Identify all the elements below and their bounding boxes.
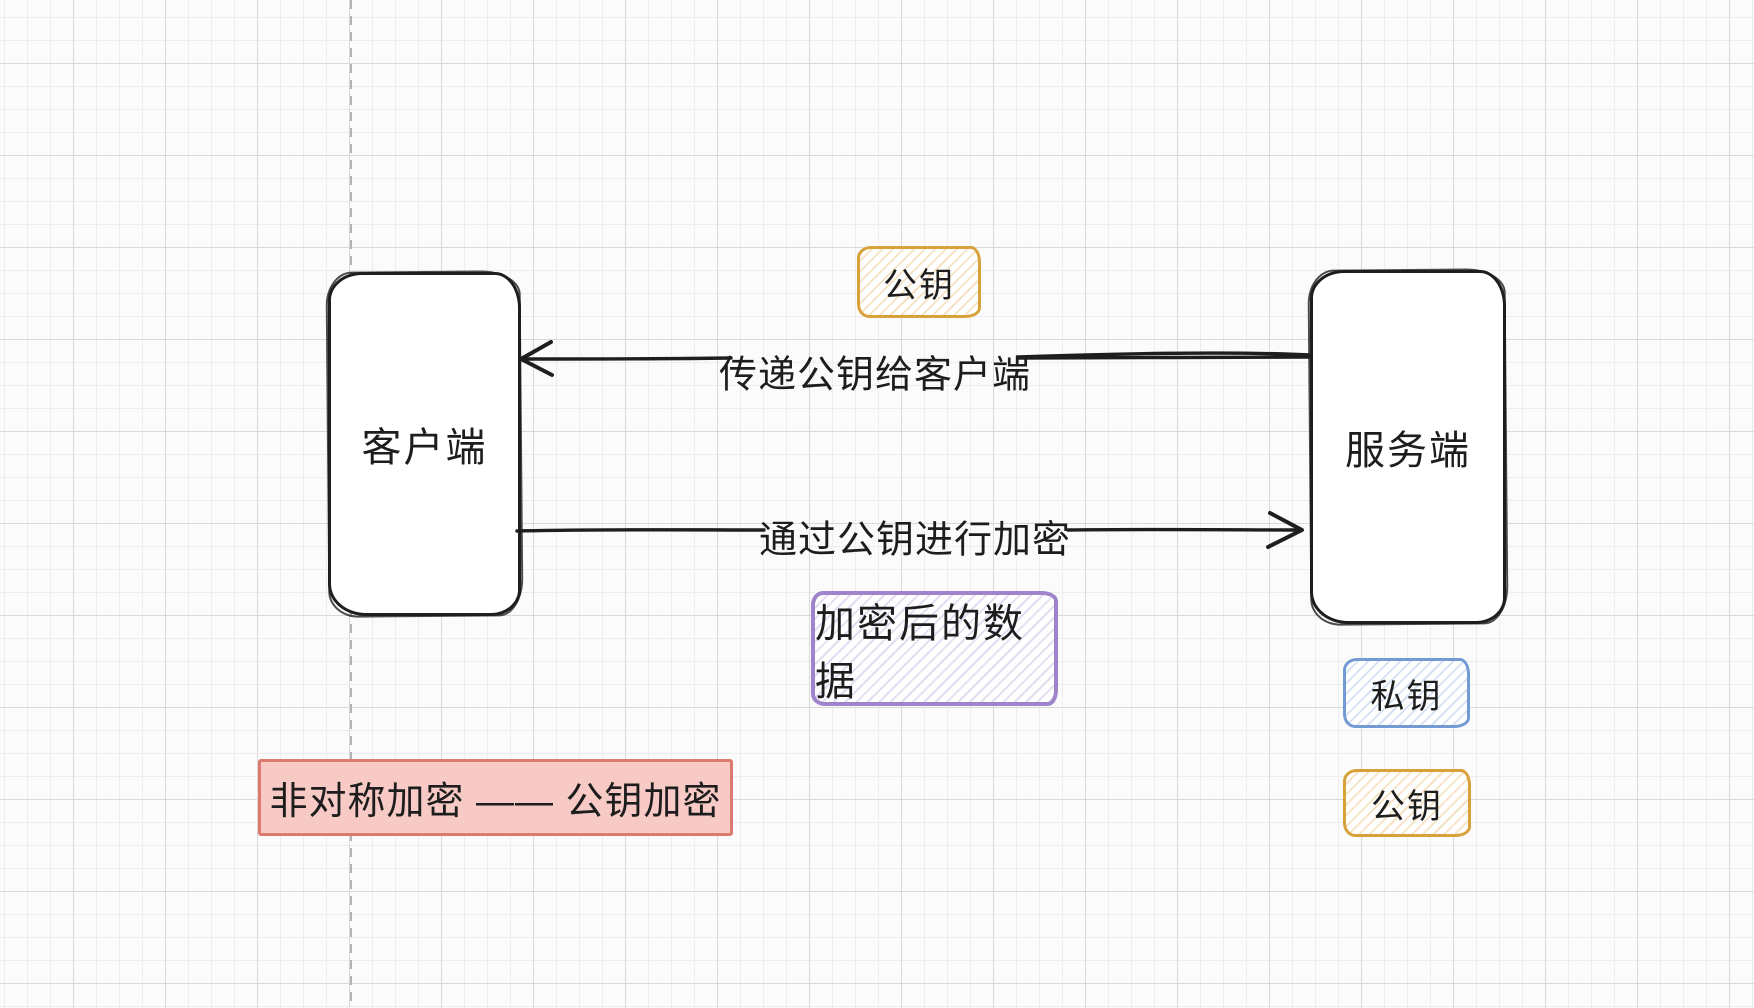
encrypted-data-label: 加密后的数据: [815, 601, 1025, 704]
pass-public-key-arrowhead: [519, 340, 554, 377]
server-node: 服务端: [1310, 270, 1506, 624]
encrypted-data-tag: 加密后的数据: [811, 591, 1058, 706]
public-key-top-label: 公钥: [883, 266, 955, 305]
client-node: 客户端: [328, 272, 521, 616]
encrypt-arrow-label: 通过公钥进行加密: [758, 519, 1072, 562]
encrypt-arrowhead: [1266, 511, 1304, 549]
public-key-bottom-tag: 公钥: [1343, 769, 1471, 837]
private-key-label: 私钥: [1370, 677, 1443, 716]
caption-label: 非对称加密 —— 公钥加密: [269, 781, 722, 823]
public-key-top-tag: 公钥: [857, 246, 981, 318]
client-label: 客户端: [361, 426, 488, 470]
pass-public-key-arrow-label: 传递公钥给客户端: [718, 354, 1032, 397]
server-label: 服务端: [1345, 429, 1471, 473]
public-key-bottom-label: 公钥: [1371, 787, 1443, 826]
caption-box: 非对称加密 —— 公钥加密: [258, 759, 733, 836]
private-key-tag: 私钥: [1343, 658, 1470, 728]
